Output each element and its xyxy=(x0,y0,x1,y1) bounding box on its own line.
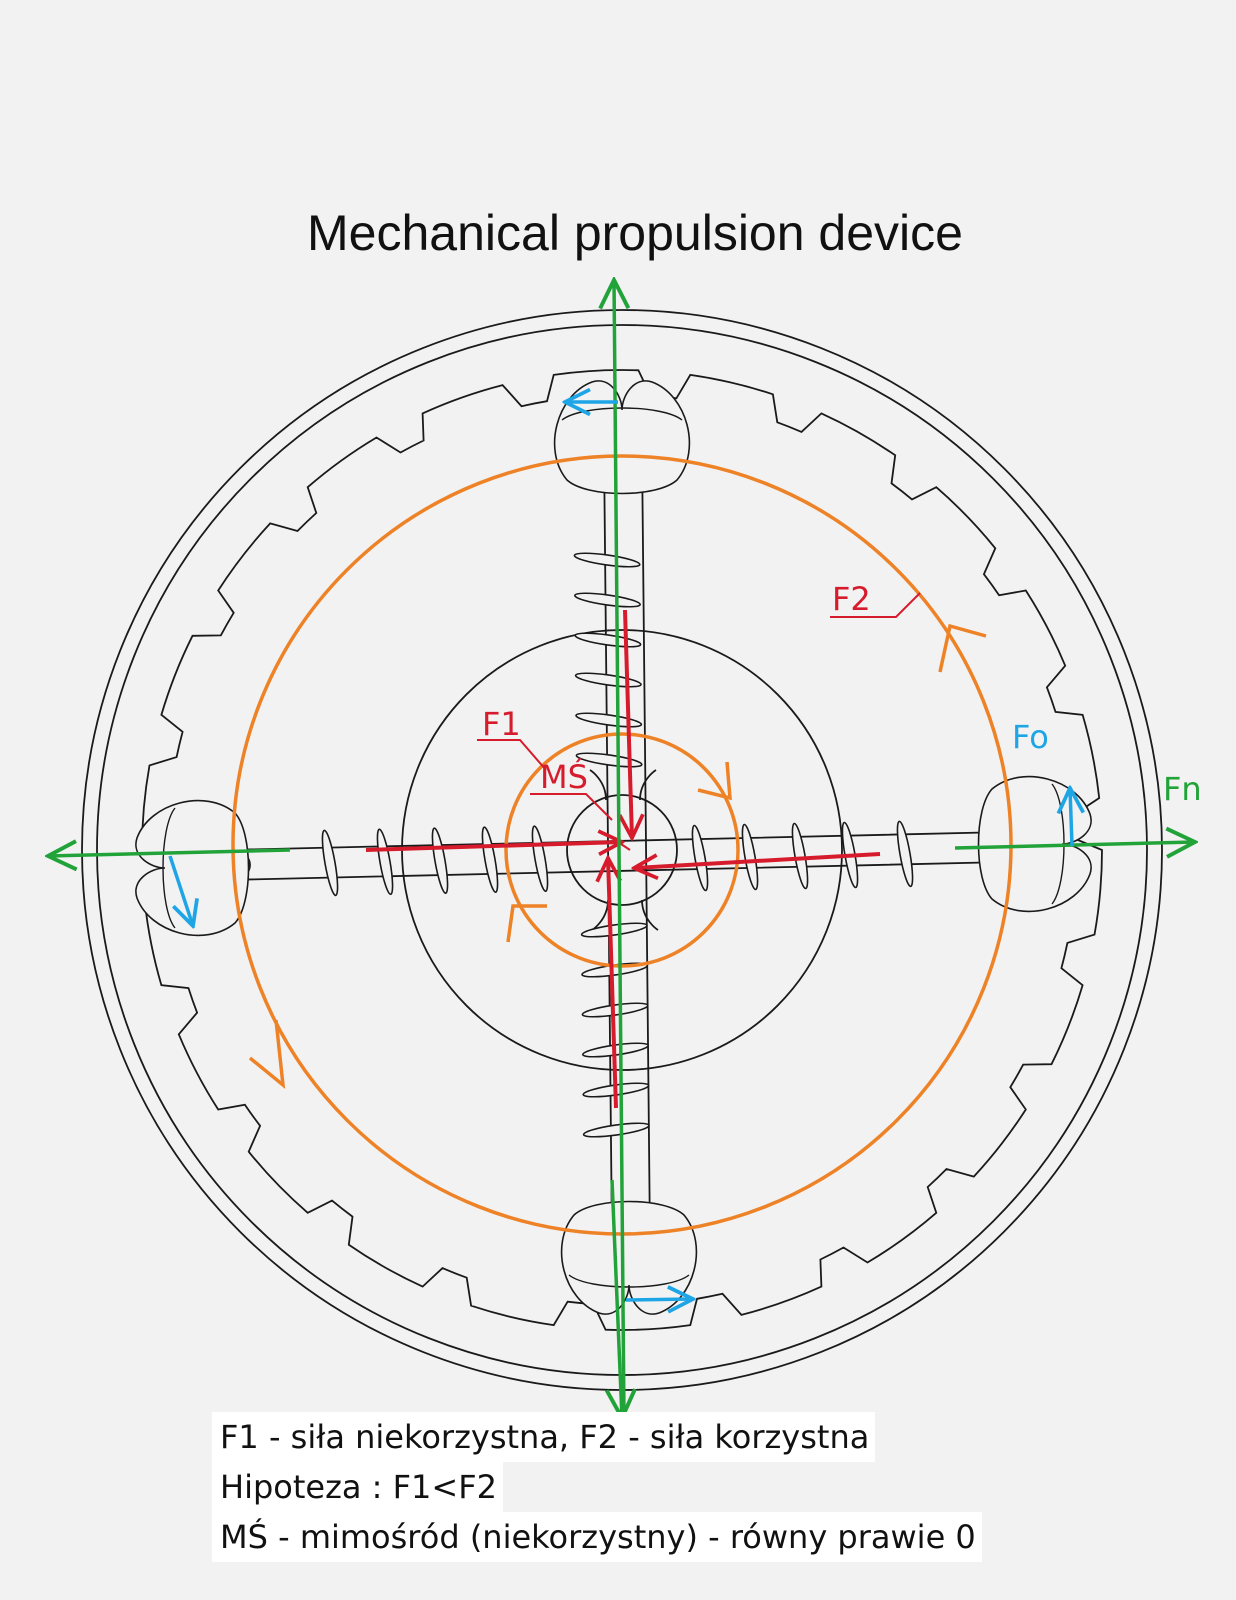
force-circle-f1 xyxy=(504,732,740,968)
label-fn: Fn xyxy=(1163,770,1202,808)
label-f1: F1 xyxy=(482,705,521,743)
label-ms: MŚ xyxy=(540,757,588,796)
spring-coil xyxy=(788,821,812,891)
spring-coil xyxy=(574,709,643,731)
diagram-title: Mechanical propulsion device xyxy=(307,205,963,261)
spring-coil xyxy=(573,589,642,611)
note-line-2: Hipoteza : F1<F2 xyxy=(212,1462,503,1512)
spring-coil xyxy=(573,629,643,651)
spring-coil xyxy=(688,823,712,893)
spring-coil xyxy=(373,827,397,896)
spring-coil xyxy=(572,549,642,571)
spring-coil xyxy=(738,822,762,892)
cam-lobes xyxy=(135,380,1092,1315)
f1-force-arrows xyxy=(365,609,881,1109)
note-line-3: MŚ - mimośród (niekorzystny) - równy pra… xyxy=(212,1512,982,1562)
spring-coil xyxy=(478,825,502,894)
spring-coil xyxy=(428,826,452,895)
spring-coil xyxy=(580,999,650,1021)
spring-coil xyxy=(580,919,649,941)
spring-coil xyxy=(582,1119,651,1141)
notes-block: F1 - siła niekorzystna, F2 - siła korzys… xyxy=(212,1412,1002,1562)
spring-coil xyxy=(318,828,342,898)
central-hub xyxy=(566,794,678,906)
spring-coil xyxy=(528,824,552,893)
label-leaders xyxy=(477,592,921,821)
label-f2: F2 xyxy=(832,580,871,618)
note-line-1: F1 - siła niekorzystna, F2 - siła korzys… xyxy=(212,1412,876,1462)
label-fo: Fo xyxy=(1012,718,1049,756)
spring-coil xyxy=(893,819,917,889)
fn-force-arrows xyxy=(48,280,1195,1418)
spring-coil xyxy=(574,669,643,691)
fo-force-arrows xyxy=(168,402,1072,1300)
